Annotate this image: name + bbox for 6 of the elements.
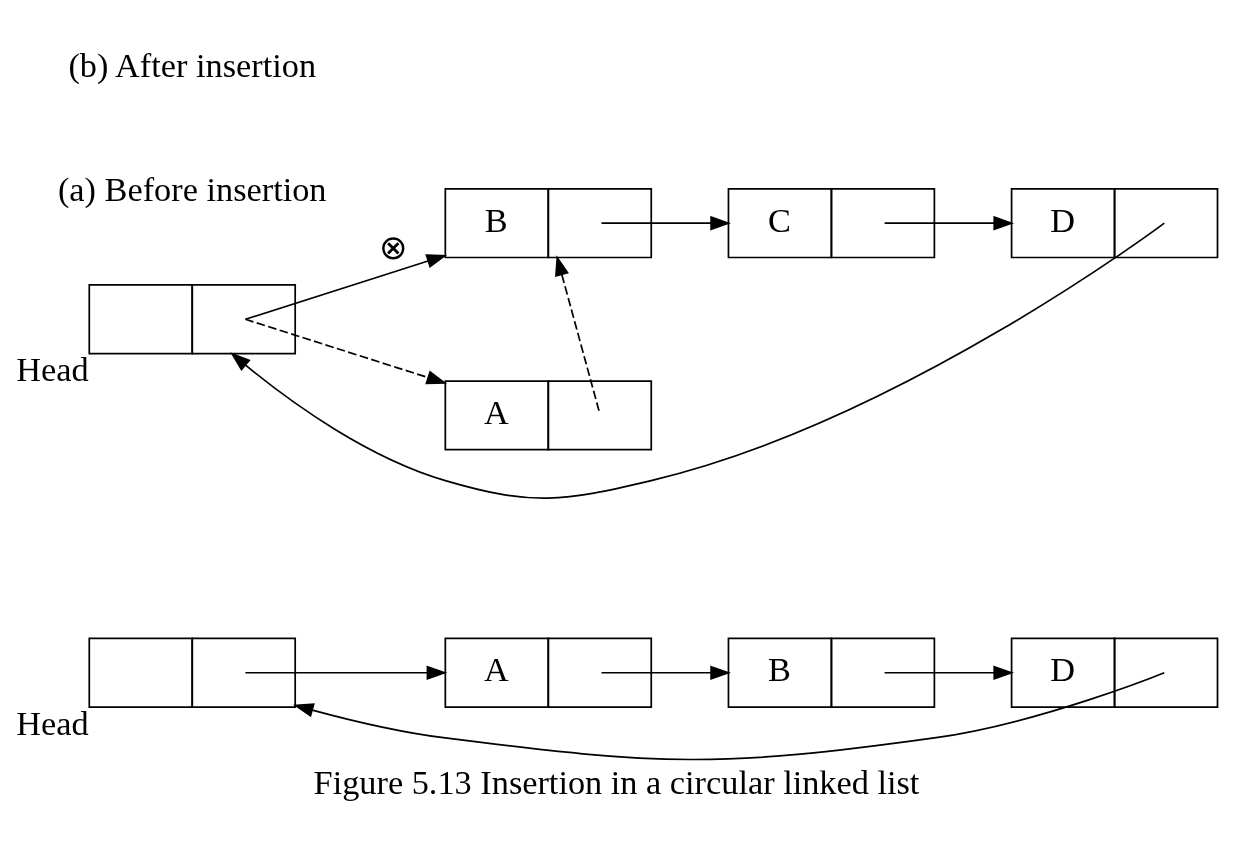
- label: (a) Before insertion: [57, 169, 327, 208]
- label: (b) After insertion: [68, 46, 317, 85]
- caption: Figure 5.13 Insertion in a circular linked list: [313, 762, 920, 801]
- edge-label: ⊗: [379, 228, 407, 267]
- node-label: Head: [16, 350, 89, 389]
- node-label: Head: [16, 703, 89, 742]
